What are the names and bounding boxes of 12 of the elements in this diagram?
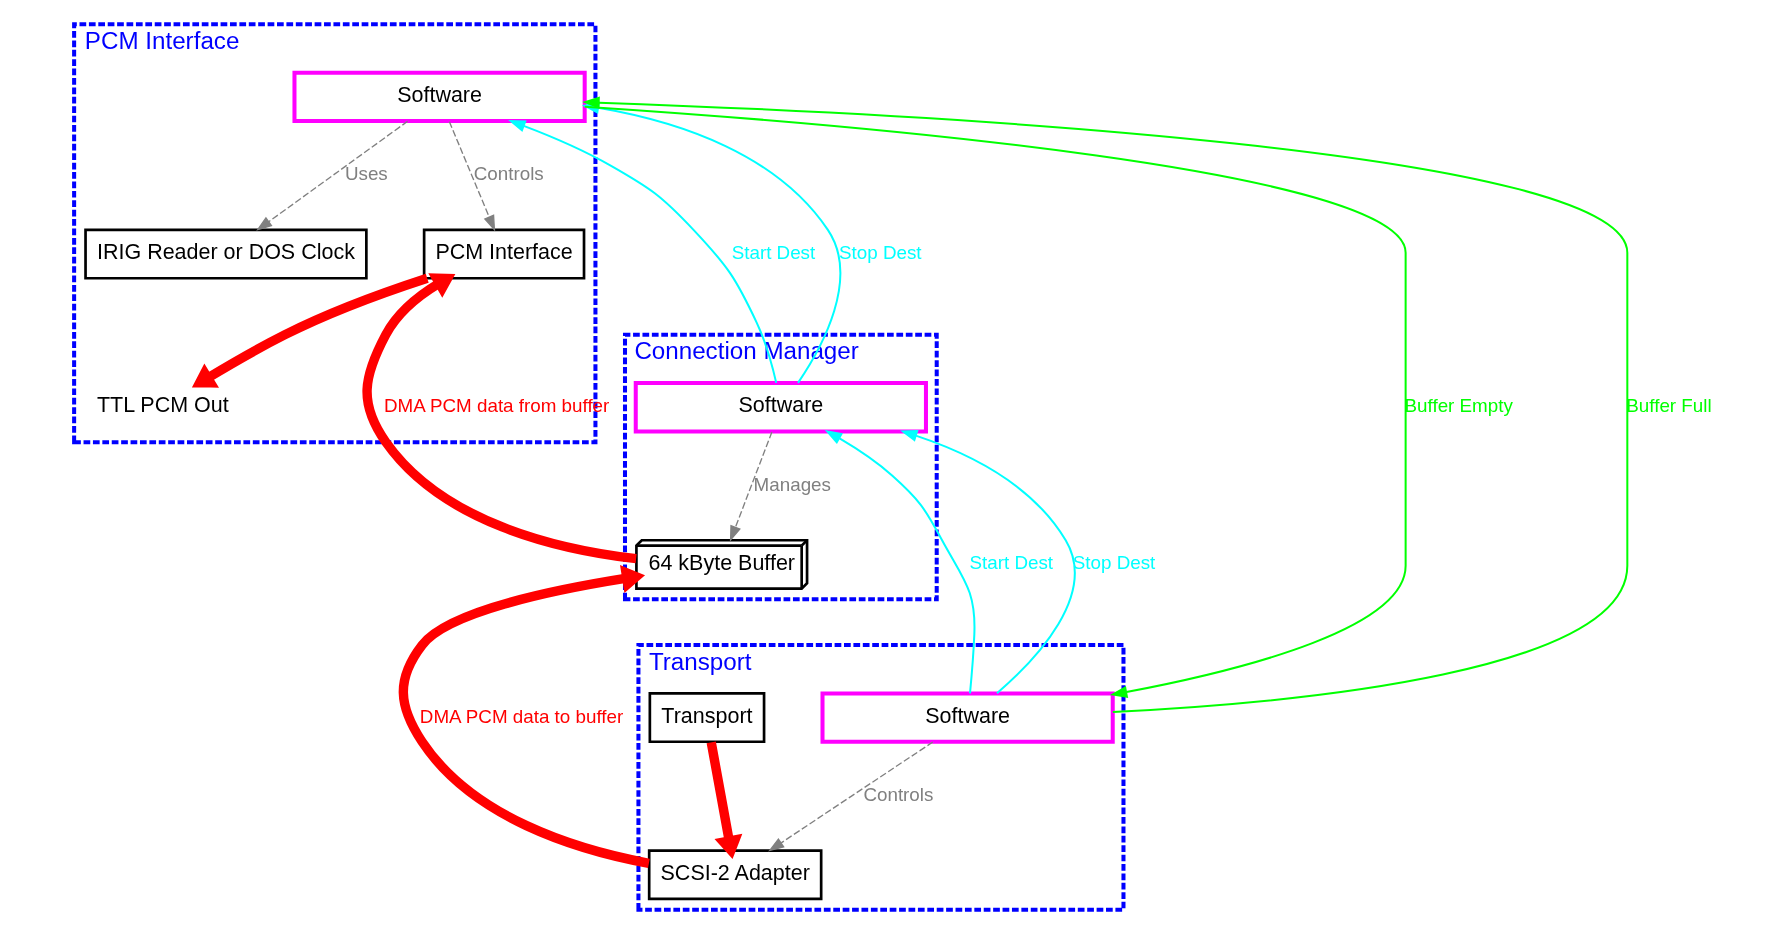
- edge-label: DMA PCM data to buffer: [419, 705, 623, 727]
- edge-label: Controls: [473, 163, 544, 185]
- edge-label: Uses: [344, 163, 388, 185]
- edge-label: Manages: [753, 473, 831, 495]
- edge-label: Buffer Full: [1625, 395, 1712, 417]
- edge-label: Controls: [862, 784, 933, 806]
- edge-label: DMA PCM data from buffer: [383, 395, 609, 417]
- edge-label: Start Dest: [731, 242, 815, 264]
- edge-label: Stop Dest: [1072, 552, 1155, 574]
- edge-label: Stop Dest: [838, 242, 922, 264]
- edge-label: Start Dest: [968, 552, 1053, 574]
- node-text: TTL PCM Out: [96, 393, 229, 418]
